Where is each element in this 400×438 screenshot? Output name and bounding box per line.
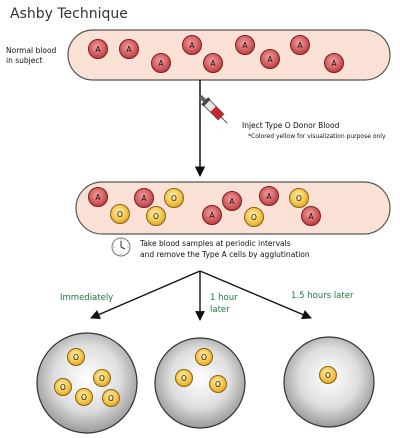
vessel1-cell-label: A [95, 45, 101, 54]
vessel1-cells: A A A A A A A A A [88, 35, 344, 73]
vessel2-cell-label: A [209, 211, 215, 220]
injection-text: Inject Type O Donor Blood [242, 121, 340, 130]
sample0-cell-label: O [60, 383, 66, 392]
vessel2-cell-label: O [117, 210, 123, 219]
branch-label-1-hour-line2: later [210, 305, 230, 315]
vessel1-cell-a [203, 53, 223, 73]
vessel1-cell-a [151, 53, 171, 73]
branch-label-immediately: Immediately [60, 293, 113, 303]
vessel1-cell-a [119, 39, 139, 59]
sample1-cell-label: O [201, 353, 207, 362]
vessel2-cell-o [110, 204, 130, 224]
blood-vessel-before [67, 29, 391, 81]
branch-label-1-hour-line1: 1 hour [210, 293, 238, 303]
vessel2-cell-o [146, 206, 166, 226]
vessel2-cell-label: O [153, 212, 159, 221]
vessel1-cell-a [235, 35, 255, 55]
vessel2-cell-label: A [308, 212, 314, 221]
sample1-cell-o [195, 348, 213, 366]
vessel2-cell-a [301, 206, 321, 226]
vessel1-cell-a [182, 35, 202, 55]
sample-dish-1-hour [154, 337, 246, 429]
vessel1-label-line1: Normal blood [6, 46, 57, 55]
vessel2-cell-label: A [229, 197, 235, 206]
sample0-cell-o [102, 389, 120, 407]
sample0-cell-o [93, 369, 111, 387]
vessel2-cell-a [88, 187, 108, 207]
vessel2-cell-a [134, 188, 154, 208]
vessel1-cell-label: A [158, 59, 164, 68]
vessel2-cell-label: A [95, 193, 101, 202]
sample2-cell-o [319, 366, 337, 384]
vessel1-cell-label: A [297, 41, 303, 50]
sample0-cell-o [67, 348, 85, 366]
vessel1-cell-label: A [126, 45, 132, 54]
vessel2-cell-a [222, 191, 242, 211]
vessel1-label-line2: in subject [6, 56, 42, 65]
vessel2-cell-a [259, 186, 279, 206]
sample1-cell-o [175, 369, 193, 387]
vessel2-cell-o [289, 188, 309, 208]
sample1-cell-label: O [215, 380, 221, 389]
vessel1-cell-label: A [267, 55, 273, 64]
branch-arrow-left [90, 270, 201, 320]
sample0-cell-o [54, 378, 72, 396]
sample1-cells: O O O [175, 348, 227, 393]
diagram-title: Ashby Technique [10, 6, 128, 22]
vessel2-cell-o [164, 188, 184, 208]
vessel2-cell-label: A [141, 194, 147, 203]
sample-dish-immediately [36, 332, 138, 434]
sample0-cells: O O O O O [54, 348, 120, 407]
sample2-cell-label: O [325, 371, 331, 380]
branch-arrow-right [199, 270, 312, 320]
vessel2-cell-label: O [251, 213, 257, 222]
clock-icon [111, 237, 131, 257]
sample1-cell-o [209, 375, 227, 393]
sample1-cell-label: O [181, 374, 187, 383]
sample2-cells: O [319, 366, 337, 384]
vessel1-cell-label: A [331, 59, 337, 68]
vessel1-cell-a [290, 35, 310, 55]
sampling-line1: Take blood samples at periodic intervals [139, 239, 291, 248]
vessel2-cell-label: O [171, 194, 177, 203]
vessel1-cell-a [260, 49, 280, 69]
vessel2-cell-o [244, 207, 264, 227]
branch-label-1-5-hours: 1.5 hours later [291, 291, 354, 301]
vessel2-cell-label: O [296, 194, 302, 203]
sample0-cell-label: O [108, 394, 114, 403]
vessel1-cell-label: A [242, 41, 248, 50]
sample0-cell-label: O [81, 393, 87, 402]
vessel2-cell-label: A [266, 192, 272, 201]
syringe-icon [199, 95, 228, 124]
sample0-cell-o [75, 388, 93, 406]
sample0-cell-label: O [99, 374, 105, 383]
injection-note: *Colored yellow for visualization purpos… [248, 133, 386, 140]
vessel1-cell-a [324, 53, 344, 73]
vessel2-cell-a [202, 205, 222, 225]
sample0-cell-label: O [73, 353, 79, 362]
vessel1-cell-label: A [210, 59, 216, 68]
vessel1-cell-label: A [189, 41, 195, 50]
vessel1-cell-a [88, 39, 108, 59]
sampling-line2: and remove the Type A cells by agglutina… [140, 250, 310, 259]
